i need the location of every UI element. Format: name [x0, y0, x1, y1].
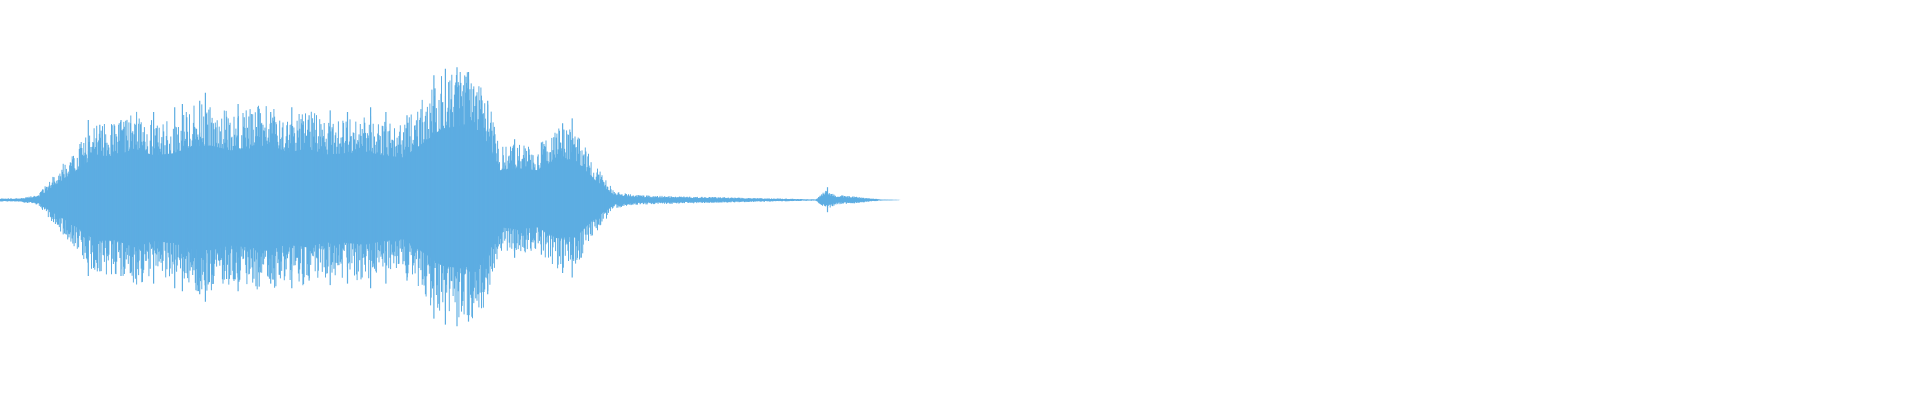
waveform-body [0, 67, 903, 327]
